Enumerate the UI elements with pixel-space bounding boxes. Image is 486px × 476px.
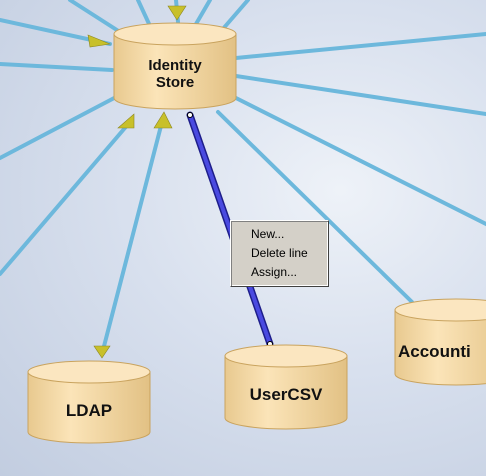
node-label: UserCSV xyxy=(250,385,323,404)
connector-line[interactable] xyxy=(0,120,132,276)
arrow-head-icon xyxy=(117,113,135,129)
connector-line[interactable] xyxy=(68,0,122,34)
arrow-head-icon xyxy=(167,5,187,21)
node-label: LDAP xyxy=(66,401,112,420)
menu-item-new[interactable]: New... xyxy=(251,227,285,241)
menu-item-assign[interactable]: Assign... xyxy=(251,265,298,279)
node-label: Accounti xyxy=(398,342,471,361)
node-label: Store xyxy=(156,74,194,91)
connector-line[interactable] xyxy=(234,74,486,116)
menu-item-delete-line[interactable]: Delete line xyxy=(251,246,308,260)
node-accounting[interactable]: Accounti xyxy=(394,298,486,386)
arrow-heads xyxy=(87,5,187,359)
context-menu: New... Delete line Assign... xyxy=(230,220,329,287)
connector-lines xyxy=(0,0,486,356)
connector-line[interactable] xyxy=(194,0,212,26)
node-ldap[interactable]: LDAP xyxy=(27,360,151,444)
connector-line[interactable] xyxy=(0,62,114,72)
node-label: Identity xyxy=(148,57,202,74)
node-usercsv[interactable]: UserCSV xyxy=(224,344,348,430)
connector-line[interactable] xyxy=(220,0,250,32)
line-endpoint-handle[interactable] xyxy=(187,112,193,118)
arrow-head-icon xyxy=(93,345,111,359)
arrow-head-icon xyxy=(153,111,173,129)
connector-line[interactable] xyxy=(216,110,414,304)
arrow-head-icon xyxy=(87,34,112,48)
connector-line[interactable] xyxy=(230,94,486,226)
connector-line[interactable] xyxy=(0,94,120,160)
node-identity-store[interactable]: Identity Store xyxy=(113,22,237,110)
connector-line[interactable] xyxy=(100,120,164,356)
connector-line[interactable] xyxy=(136,0,152,28)
connector-line[interactable] xyxy=(234,32,486,60)
